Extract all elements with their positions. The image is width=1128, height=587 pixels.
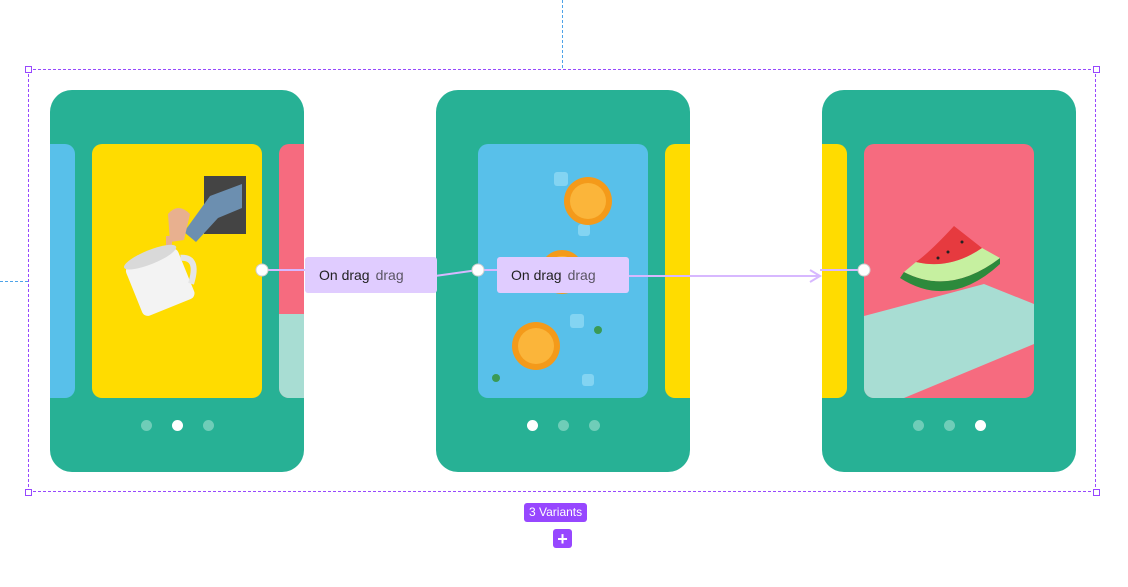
resize-handle-top-right[interactable]	[1093, 66, 1100, 73]
carousel-slide-next	[665, 144, 690, 398]
resize-handle-top-left[interactable]	[25, 66, 32, 73]
carousel-slide-current	[92, 144, 262, 398]
prototype-trigger-label[interactable]: On drag drag	[305, 257, 437, 293]
carousel-slide-next	[279, 144, 304, 398]
pagination-dots	[50, 420, 304, 431]
pagination-dot-active[interactable]	[526, 420, 538, 431]
carousel-variant-3[interactable]	[822, 90, 1076, 472]
trigger-overlap-text: drag	[567, 267, 596, 283]
trigger-overlap-text: drag	[375, 267, 404, 283]
pagination-dots	[822, 420, 1076, 431]
hand-holding-mug-image	[124, 176, 246, 316]
center-guide-vertical	[562, 0, 563, 68]
pagination-dot[interactable]	[943, 420, 955, 431]
variants-badge[interactable]: 3 Variants	[524, 503, 588, 522]
trigger-text: On drag	[511, 267, 562, 283]
carousel-slide-current	[864, 144, 1034, 398]
pagination-dot[interactable]	[202, 420, 214, 431]
carousel-slide-prev	[822, 144, 847, 398]
prototype-trigger-label[interactable]: On drag drag	[497, 257, 629, 293]
variant-set-frame[interactable]	[28, 69, 1096, 492]
resize-handle-bottom-left[interactable]	[25, 489, 32, 496]
pagination-dot-active[interactable]	[974, 420, 986, 431]
pagination-dot-active[interactable]	[171, 420, 183, 431]
carousel-slide-prev	[50, 144, 75, 398]
pagination-dots	[436, 420, 690, 431]
pagination-dot[interactable]	[912, 420, 924, 431]
pagination-dot[interactable]	[140, 420, 152, 431]
center-guide-horizontal	[0, 281, 28, 282]
plus-icon: +	[557, 528, 568, 549]
pagination-dot[interactable]	[588, 420, 600, 431]
pagination-dot[interactable]	[557, 420, 569, 431]
resize-handle-bottom-right[interactable]	[1093, 489, 1100, 496]
trigger-text: On drag	[319, 267, 370, 283]
carousel-variant-1[interactable]	[50, 90, 304, 472]
watermelon-slice-image	[864, 226, 1034, 398]
add-variant-button[interactable]: +	[553, 529, 572, 548]
